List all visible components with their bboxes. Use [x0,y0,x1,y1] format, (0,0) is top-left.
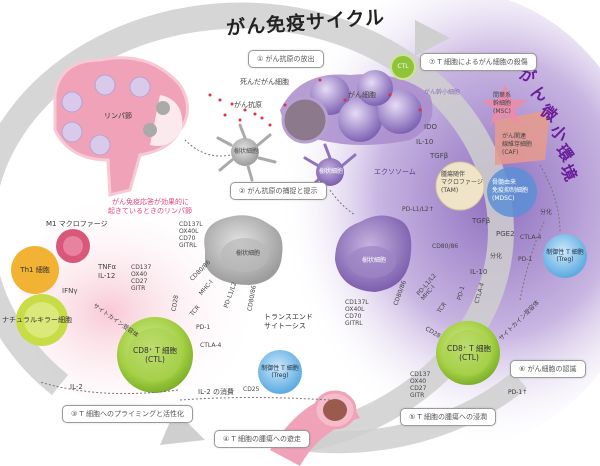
lymph-node-label: リンパ節 [104,112,132,120]
cancer-cell-label: がん細胞 [348,91,376,99]
cancer-cell-cluster [280,70,433,145]
pd1-priming-label: PD-1 [196,324,211,331]
ido-label: IDO [424,123,437,131]
differentiation-label-2: 分化 [490,253,503,260]
step-6-label: ⑥ がん細胞の認識 [510,360,586,378]
caf-label-1: がん関連 [502,133,527,140]
tgfb-label: TGFβ [472,217,491,225]
pge2-label: PGE2 [496,230,515,238]
il2-label: IL-2 [70,383,83,391]
dead-cancer-cell-label: 死んだがん細胞 [240,78,289,86]
ligand-label-1: CD137L [179,221,203,228]
receptor-tumor-4: GITR [410,392,425,399]
msc-label-2: 幹細胞 [493,100,512,107]
dendritic-cell-tme-large-label: 樹状細胞 [362,257,387,264]
step-3-label: ③ T 細胞へのプライミングと活性化 [62,405,194,423]
dendritic-cell-tme-large [335,215,412,292]
lymph-node-note-line1: がん免疫応答が効果的に [112,198,189,206]
treg-tme-line1: 制御性 T 細胞 [546,248,584,256]
msc-label-1: 間葉系 [493,92,512,99]
transendocytosis-line1: トランスエンド [264,313,313,321]
ctl-badge: CTL [397,63,409,71]
pd1-tme-label: PD-1 [518,256,533,263]
ligand-tumor-2: OX40L [345,306,365,313]
th1-cell: Th1 細胞 [11,246,59,294]
ctla4-priming-label: CTLA-4 [200,342,222,349]
dendritic-cell-priming [204,215,283,285]
treg-tme-line2: (Treg) [556,256,574,263]
pd1-up-label: PD-1↑ [508,389,528,396]
lymph-node-note-line2: 起きているときのリンパ節 [108,207,192,215]
ctl-tumor-line1: CD8⁺ T 細胞 [446,344,492,353]
receptor-label-2: OX40 [131,271,148,278]
treg-priming: 制御性 T 細胞(Treg) [258,352,302,392]
transendocytosis-line2: サイトーシス [264,322,306,330]
cd80-86-tme-label: CD80/86 [432,243,459,250]
ctl-tumor: CD8⁺ T 細胞(CTL) [438,332,500,374]
receptor-tumor-2: OX40 [410,378,427,385]
step-1-label: ① がん抗原の放出 [248,50,324,68]
lymph-node-shape [53,56,189,197]
cancer-stem-cell-label: がん幹小細胞 [424,89,461,96]
msc-label-3: (MSC) [493,108,511,115]
ifn-label: IFNγ [62,287,78,295]
cancer-antigen-label: がん抗原 [234,101,262,109]
nk-cell-label: ナチュラルキラー細胞 [2,316,72,324]
dendritic-cell-label: 樹状細胞 [234,148,259,155]
tam-label-2: マクロファージ [441,179,483,186]
ctl-priming-line1: CD8⁺ T 細胞 [132,346,178,355]
ctl-tumor-line2: (CTL) [459,353,479,362]
treg-priming-line2: (Treg) [271,372,289,379]
mdsc-label-1: 骨髄由来 [492,179,517,186]
receptor-tumor-1: CD137 [410,371,431,378]
caf-label-3: (CAF) [502,149,519,156]
exosome-label: エクソソーム [374,168,416,176]
ligand-label-3: CD70 [179,235,196,242]
caf-label-2: 線維芽細胞 [502,141,533,148]
th1-label: Th1 細胞 [20,265,50,274]
ctl-priming-line2: (CTL) [145,355,165,364]
m1-macrophage-label: M1 マクロファージ [46,220,108,228]
il2-consume-label: IL-2 の消費 [198,388,235,396]
step-2-label: ② がん抗原の捕捉と提示 [230,182,327,200]
dendritic-cell-priming-label: 樹状細胞 [236,250,261,257]
step-4-label: ④ T 細胞の腫瘍への遊走 [214,430,311,448]
il10-label: IL-10 [470,268,488,276]
ctl-priming: CD8⁺ T 細胞(CTL) [117,330,193,380]
ligand-tumor-3: CD70 [345,313,362,320]
step-5-label: ⑤ T 細胞の腫瘍への浸潤 [400,408,497,426]
il12-label: IL-12 [98,272,116,280]
pdl1-up-label: PD-L1/L2↑ [402,206,434,213]
dendritic-cell-tme-label: 樹状細胞 [319,168,344,175]
differentiation-label-1: 分化 [540,209,553,216]
receptor-label-4: GITR [131,285,146,292]
tnf-label: TNFα [98,263,117,271]
dendritic-cell-small [216,123,277,182]
treg-tme: 制御性 T 細胞(Treg) [543,234,587,278]
treg-priming-line1: 制御性 T 細胞 [261,364,299,372]
mdsc-label-3: (MDSC) [492,195,515,202]
il10-label-top: IL-10 [416,138,434,146]
ligand-tumor-1: CD137L [345,299,369,306]
mdsc-label-2: 免疫抑制細胞 [492,187,529,194]
tam-label-1: 腫瘍随伴 [441,171,466,178]
ligand-label-2: OX40L [179,228,199,235]
tgfb-label-top: TGFβ [430,152,449,160]
receptor-label-3: CD27 [131,278,148,285]
receptor-tumor-3: CD27 [410,385,427,392]
ligand-label-4: GITRL [179,242,197,249]
tam-label-3: (TAM) [441,187,459,194]
ligand-tumor-4: GITRL [345,320,363,327]
cd25-label: CD25 [243,386,260,393]
receptor-label-1: CD137 [131,264,152,271]
step-7-label: ⑦ T 細胞によるがん細胞の殺傷 [420,53,537,71]
ctla4-tme-label: CTLA-4 [520,234,542,241]
